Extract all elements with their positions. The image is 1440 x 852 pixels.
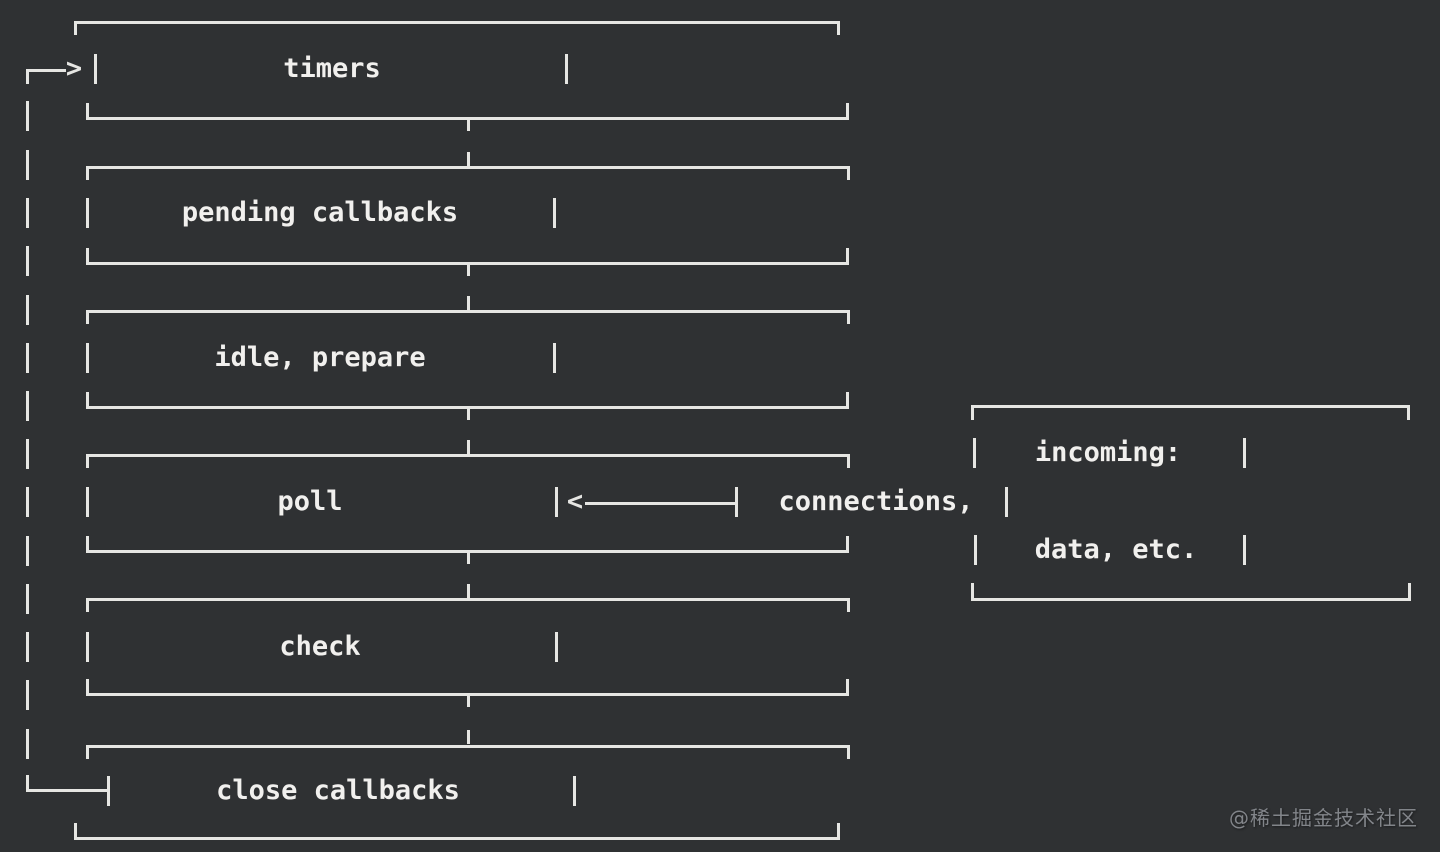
box-edge-bar <box>26 439 29 469</box>
box-edge-bar <box>74 21 77 35</box>
box-edge-bar <box>26 246 29 276</box>
box-edge-bar <box>846 392 849 406</box>
box-edge-bar <box>1407 405 1410 420</box>
box-edge-bar <box>86 166 89 180</box>
box-edge-bar <box>86 392 89 406</box>
box-edge-bar <box>86 536 89 550</box>
box-border-line <box>971 405 1410 408</box>
box-border-line <box>585 502 736 505</box>
box-edge-bar <box>74 823 77 837</box>
box-edge-bar <box>26 584 29 614</box>
box-edge-bar <box>553 198 556 228</box>
box-edge-bar <box>467 262 470 276</box>
box-edge-bar <box>847 310 850 324</box>
box-edge-bar <box>26 632 29 662</box>
box-edge-bar <box>1243 438 1246 468</box>
box-edge-bar <box>973 438 976 468</box>
box-edge-bar <box>971 405 974 420</box>
box-edge-bar <box>847 745 850 759</box>
box-edge-bar <box>1243 535 1246 565</box>
box-edge-bar <box>86 103 89 117</box>
phase-label-pending-callbacks: pending callbacks <box>181 197 459 228</box>
phase-label-poll: poll <box>277 486 343 517</box>
box-edge-bar <box>1408 583 1411 598</box>
phase-label-timers: timers <box>283 53 381 84</box>
box-border-line <box>74 837 840 840</box>
box-edge-bar <box>26 536 29 566</box>
box-edge-bar <box>847 454 850 468</box>
box-edge-bar <box>86 745 89 759</box>
box-edge-bar <box>26 150 29 180</box>
box-edge-bar <box>26 295 29 325</box>
box-edge-bar <box>26 198 29 228</box>
box-border-line <box>86 310 850 313</box>
box-edge-bar <box>86 679 89 693</box>
box-edge-bar <box>846 679 849 693</box>
box-edge-bar <box>26 69 29 84</box>
box-border-line <box>86 598 850 601</box>
box-edge-bar <box>26 729 29 759</box>
box-edge-bar <box>573 776 576 806</box>
side-box-label-data-etc: data, etc. <box>1034 534 1198 565</box>
box-edge-bar <box>26 487 29 517</box>
box-border-line <box>86 166 850 169</box>
box-edge-bar <box>1005 487 1008 517</box>
box-edge-bar <box>837 823 840 837</box>
box-border-line <box>86 745 850 748</box>
box-edge-bar <box>26 343 29 373</box>
box-edge-bar <box>86 487 89 517</box>
box-edge-bar <box>26 391 29 421</box>
box-edge-bar <box>555 632 558 662</box>
box-edge-bar <box>26 775 29 791</box>
box-edge-bar <box>26 680 29 710</box>
box-edge-bar <box>467 440 470 454</box>
box-border-line <box>26 789 110 792</box>
box-edge-bar <box>847 166 850 180</box>
box-edge-bar <box>107 776 110 806</box>
loop-entry-arrow-icon: > <box>65 53 83 84</box>
box-edge-bar <box>467 693 470 707</box>
box-edge-bar <box>565 54 568 84</box>
box-edge-bar <box>467 152 470 166</box>
box-edge-bar <box>86 310 89 324</box>
box-edge-bar <box>86 248 89 262</box>
box-edge-bar <box>467 406 470 420</box>
box-edge-bar <box>467 296 470 310</box>
box-edge-bar <box>847 598 850 612</box>
box-edge-bar <box>971 583 974 598</box>
box-border-line <box>74 21 840 24</box>
box-edge-bar <box>846 103 849 117</box>
box-edge-bar <box>26 101 29 131</box>
box-border-line <box>26 69 66 72</box>
box-edge-bar <box>86 598 89 612</box>
box-edge-bar <box>467 550 470 564</box>
watermark-text: @稀土掘金技术社区 <box>1229 806 1418 830</box>
box-edge-bar <box>86 343 89 373</box>
box-edge-bar <box>86 454 89 468</box>
box-edge-bar <box>467 730 470 744</box>
side-box-label-connections: connections, <box>778 486 974 517</box>
box-edge-bar <box>846 536 849 550</box>
box-edge-bar <box>974 535 977 565</box>
phase-label-check: check <box>279 631 361 662</box>
incoming-arrow-icon: < <box>566 486 584 517</box>
phase-label-close-callbacks: close callbacks <box>216 775 460 806</box>
box-edge-bar <box>735 487 738 517</box>
box-edge-bar <box>553 343 556 373</box>
box-border-line <box>971 598 1411 601</box>
box-edge-bar <box>467 584 470 598</box>
box-edge-bar <box>467 117 470 131</box>
box-edge-bar <box>94 54 97 84</box>
box-edge-bar <box>86 632 89 662</box>
box-border-line <box>86 454 850 457</box>
side-box-label-incoming: incoming: <box>1034 437 1182 468</box>
box-edge-bar <box>846 248 849 262</box>
box-edge-bar <box>555 487 558 517</box>
phase-label-idle-prepare: idle, prepare <box>214 342 426 373</box>
box-edge-bar <box>86 198 89 228</box>
box-edge-bar <box>837 21 840 35</box>
